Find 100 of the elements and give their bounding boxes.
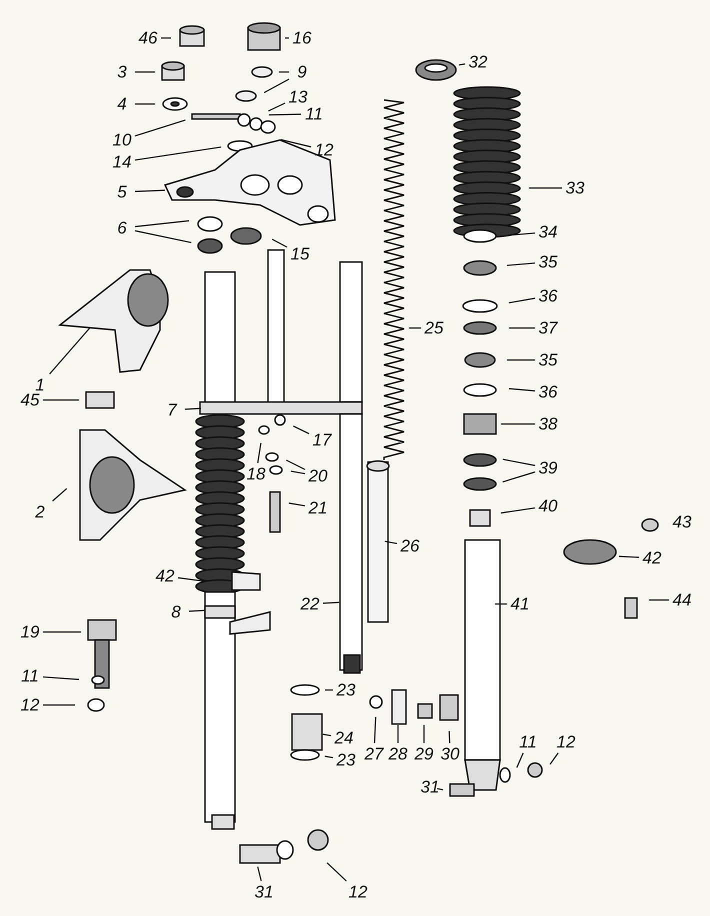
leader-line [448, 730, 450, 744]
leader-line [508, 298, 536, 304]
callout-number: 12 [348, 884, 368, 900]
callout-number: 23 [336, 682, 356, 698]
leader-line [42, 676, 80, 680]
leader-line [324, 756, 334, 758]
callout-number: 31 [420, 778, 440, 796]
callout-number: 45 [20, 392, 40, 408]
callout-number: 18 [246, 466, 266, 482]
leader-line [529, 187, 562, 189]
leader-line [458, 63, 466, 66]
callout-number: 11 [305, 106, 323, 122]
leader-line [423, 725, 425, 743]
leader-line [188, 610, 206, 612]
callout-number: 32 [468, 54, 488, 70]
leader-line [500, 507, 536, 514]
leader-line [257, 866, 262, 882]
callout-number: 20 [308, 468, 328, 484]
callout-number: 37 [538, 320, 558, 336]
callout-number: 41 [510, 596, 530, 612]
callout-number: 28 [388, 746, 408, 762]
callout-number: 23 [336, 752, 356, 768]
leader-line [268, 102, 286, 112]
callout-number: 8 [171, 604, 181, 620]
callout-number: 3 [117, 64, 127, 80]
callout-number: 43 [672, 514, 692, 530]
callout-number: 29 [414, 746, 434, 762]
callout-number: 40 [538, 498, 558, 514]
callout-number: 35 [538, 352, 558, 368]
leader-line [495, 603, 507, 605]
leader-line [280, 139, 312, 148]
callout-number: 19 [20, 624, 40, 640]
leader-line [134, 220, 190, 228]
leader-line [134, 146, 222, 161]
callout-number: 46 [138, 30, 158, 46]
leader-line [272, 238, 288, 248]
leader-line [502, 458, 536, 466]
leader-line [409, 327, 421, 329]
callout-number: 30 [440, 746, 460, 762]
callout-number: 44 [672, 592, 692, 608]
leader-line [161, 37, 171, 39]
callout-number: 24 [334, 730, 354, 746]
leader-line [550, 752, 559, 765]
leader-line [509, 327, 535, 329]
callout-number: 17 [312, 432, 332, 448]
leader-line [135, 71, 155, 73]
leader-line [290, 470, 306, 474]
leader-line [279, 71, 289, 73]
leader-line [257, 442, 262, 464]
callout-number: 25 [424, 320, 444, 336]
leader-line [506, 232, 536, 236]
callout-number: 26 [400, 538, 420, 554]
leader-line [649, 599, 669, 601]
callout-number: 36 [538, 384, 558, 400]
callout-number: 21 [308, 500, 328, 516]
callout-number: 2 [35, 504, 45, 520]
leader-line [288, 502, 306, 506]
callout-number: 10 [112, 132, 132, 148]
callout-number: 5 [117, 184, 127, 200]
leader-line [397, 725, 399, 743]
leader-line [264, 78, 290, 94]
leader-line [384, 540, 398, 544]
leader-line [506, 262, 536, 266]
callout-number: 1 [35, 376, 45, 394]
leader-line [437, 788, 444, 790]
leader-line [184, 408, 202, 410]
callout-number: 6 [117, 220, 127, 236]
leader-line [293, 426, 310, 434]
leader-line [516, 752, 524, 768]
leader-line [286, 460, 306, 470]
leader-line [134, 120, 186, 136]
leader-line [507, 359, 535, 361]
leader-line [374, 716, 376, 744]
callout-number: 33 [566, 180, 584, 196]
callout-number: 42 [156, 568, 174, 584]
callout-number: 11 [519, 734, 537, 750]
callout-number: 15 [290, 246, 310, 262]
leader-line [322, 602, 340, 604]
leader-line [49, 326, 91, 374]
leader-line [285, 37, 289, 39]
callout-number: 11 [21, 668, 39, 684]
leader-line [326, 862, 347, 882]
callout-number: 14 [112, 154, 132, 170]
callout-number: 31 [254, 884, 274, 900]
leader-line [501, 423, 535, 425]
callout-number: 39 [538, 460, 558, 476]
callout-number: 38 [538, 416, 558, 432]
callout-number: 7 [167, 402, 177, 418]
callout-number: 27 [364, 746, 384, 762]
callout-number: 34 [538, 224, 558, 240]
leader-line [508, 388, 536, 392]
leader-line [43, 631, 81, 633]
leader-line [178, 577, 204, 582]
leader-line [618, 556, 640, 558]
callout-number: 13 [288, 88, 308, 106]
leader-line [134, 190, 166, 192]
leader-line [134, 230, 192, 244]
leader-line [52, 488, 68, 502]
callout-number: 12 [556, 734, 576, 750]
leader-line [43, 399, 79, 401]
